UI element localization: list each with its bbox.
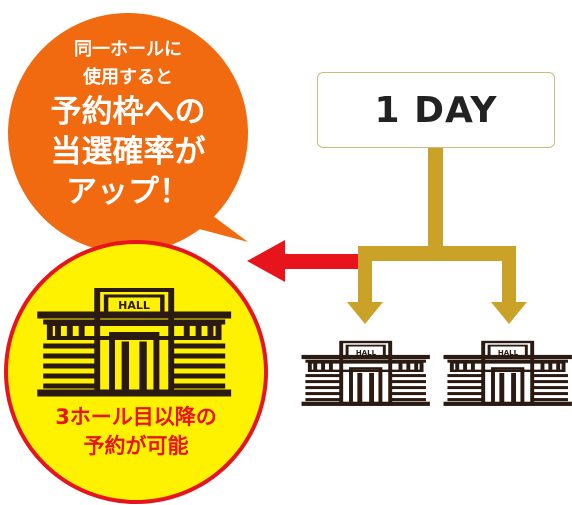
circle-line-1: 3ホール目以降の [55,405,217,429]
bubble-line-1: 同一ホールに [74,39,182,60]
hall-sign-text: HALL [118,299,150,312]
yellow-circle [4,240,268,504]
bubble-line-5: アップ！ [66,174,190,210]
bubble-line-2: 使用すると [83,67,173,88]
circle-text: 3ホール目以降の 予約が可能 [16,403,256,461]
bubble-text: 同一ホールに 使用すると 予約枠への 当選確率が アップ！ [8,36,248,212]
red-arrow [247,240,358,282]
gold-branch-arrows [347,148,527,324]
hall-sign-text: HALL [356,349,377,357]
day-box: 1 DAY [317,72,555,148]
bubble-line-3: 予約枠への [50,94,206,130]
circle-line-2: 予約が可能 [83,434,189,458]
hall-sign-text: HALL [498,349,519,357]
speech-bubble [8,13,248,253]
day-label: 1 DAY [374,89,498,131]
bubble-line-4: 当選確率が [50,134,206,170]
